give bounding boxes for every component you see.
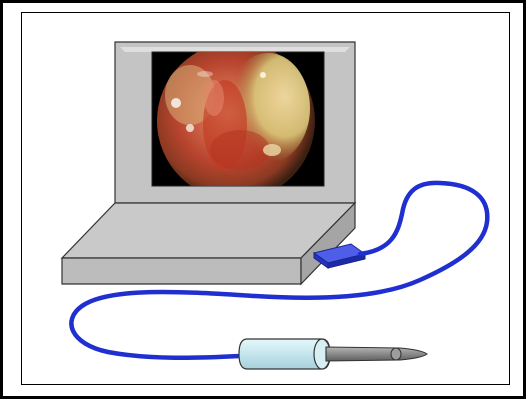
laptop-base-front [62,258,301,284]
ear-canal-image [157,42,315,200]
probe-tip [326,347,427,361]
